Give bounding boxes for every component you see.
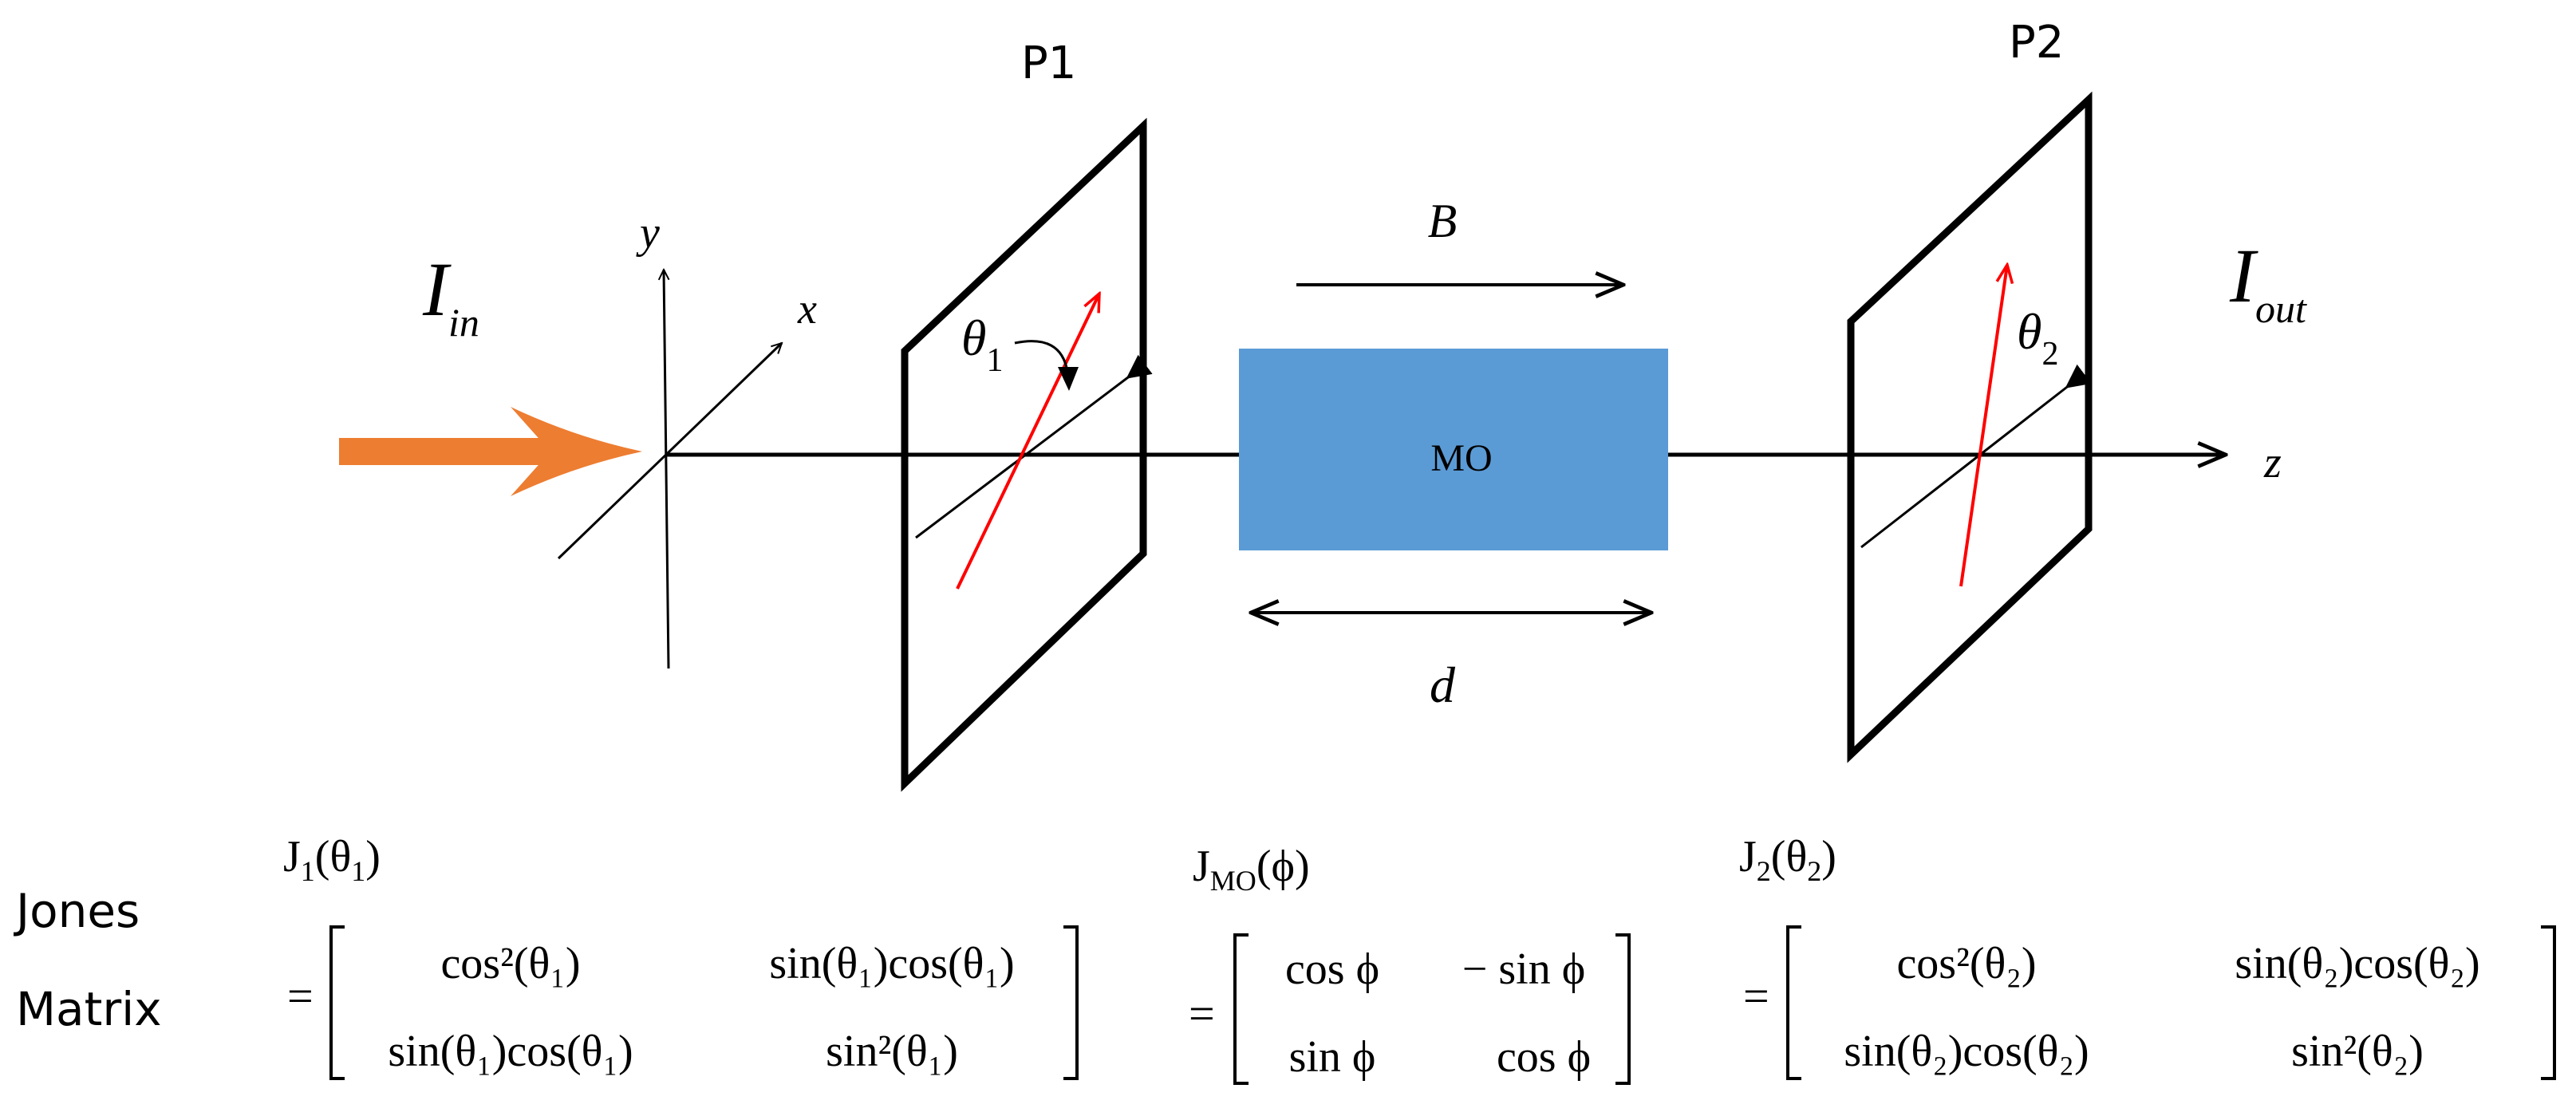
j2-r2c2: sin²(θ₂) <box>2291 1027 2424 1076</box>
mo-label: MO <box>1430 437 1492 479</box>
j1-left-bracket <box>329 925 345 1080</box>
jmo-r1c2: − sin ϕ <box>1462 945 1585 994</box>
jones-title-line2: Matrix <box>16 982 162 1036</box>
p1-label: P1 <box>1021 37 1076 89</box>
length-label: d <box>1430 657 1456 713</box>
i-in-label: Iin <box>422 246 479 345</box>
jones-matrix-p2: J2(θ2) = cos²(θ₂) sin(θ₂)cos(θ₂) sin(θ₂)… <box>1739 832 2556 1080</box>
x-axis-line <box>557 343 782 560</box>
jones-title-line1: Jones <box>14 884 140 938</box>
j1-label: J1(θ1) <box>283 832 381 887</box>
j1-equals: = <box>287 970 314 1022</box>
x-axis-label: x <box>797 285 817 333</box>
y-axis-label: y <box>636 208 660 258</box>
p2-polarization-arrow <box>1959 265 2007 587</box>
j1-r1c2: sin(θ₁)cos(θ₁) <box>769 939 1014 988</box>
p1-transmission-arrow <box>1126 354 1153 379</box>
theta2-label: θ2 <box>2017 303 2058 373</box>
j2-right-bracket <box>2541 925 2556 1080</box>
jmo-r1c1: cos ϕ <box>1285 945 1379 994</box>
j2-left-bracket <box>1786 925 1801 1080</box>
jmo-r2c2: cos ϕ <box>1497 1032 1591 1082</box>
j2-r2c1: sin(θ₂)cos(θ₂) <box>1844 1027 2089 1076</box>
p1-x-axis-line <box>915 373 1132 539</box>
j1-r2c1: sin(θ₁)cos(θ₁) <box>388 1027 633 1076</box>
jmo-equals: = <box>1189 988 1215 1039</box>
p2-label: P2 <box>2009 17 2064 69</box>
jmo-left-bracket <box>1233 933 1249 1085</box>
input-beam-arrow <box>339 407 642 496</box>
j2-label: J2(θ2) <box>1739 832 1836 887</box>
theta1-label: θ1 <box>961 310 1003 379</box>
polarizer-p2 <box>1847 91 2093 763</box>
j1-right-bracket <box>1063 925 1079 1080</box>
jones-matrix-p1: J1(θ1) = cos²(θ₁) sin(θ₁)cos(θ₁) sin(θ₁)… <box>283 832 1079 1080</box>
i-out-label: Iout <box>2229 233 2307 331</box>
mo-block <box>1239 349 1668 550</box>
polarizer-p1 <box>901 117 1153 792</box>
jmo-label: JMO(ϕ) <box>1193 842 1310 897</box>
p2-x-axis-line <box>1860 383 2071 549</box>
j2-r1c2: sin(θ₂)cos(θ₂) <box>2235 939 2479 988</box>
theta1-arc <box>1014 340 1069 373</box>
theta1-arc-head <box>1058 367 1079 391</box>
p2-transmission-arrow <box>2065 364 2092 388</box>
jmo-r2c1: sin ϕ <box>1289 1032 1376 1082</box>
jmo-right-bracket <box>1615 933 1631 1085</box>
jones-matrix-mo: JMO(ϕ) = cos ϕ − sin ϕ sin ϕ cos ϕ <box>1189 842 1631 1085</box>
p1-polarization-arrow <box>956 294 1099 590</box>
j2-equals: = <box>1743 970 1769 1022</box>
z-axis-label: z <box>2263 438 2282 487</box>
j2-r1c1: cos²(θ₂) <box>1896 939 2036 988</box>
j1-r1c1: cos²(θ₁) <box>440 939 580 988</box>
b-field-label: B <box>1428 195 1458 247</box>
j1-r2c2: sin²(θ₁) <box>826 1027 958 1076</box>
y-axis-line <box>664 270 670 669</box>
